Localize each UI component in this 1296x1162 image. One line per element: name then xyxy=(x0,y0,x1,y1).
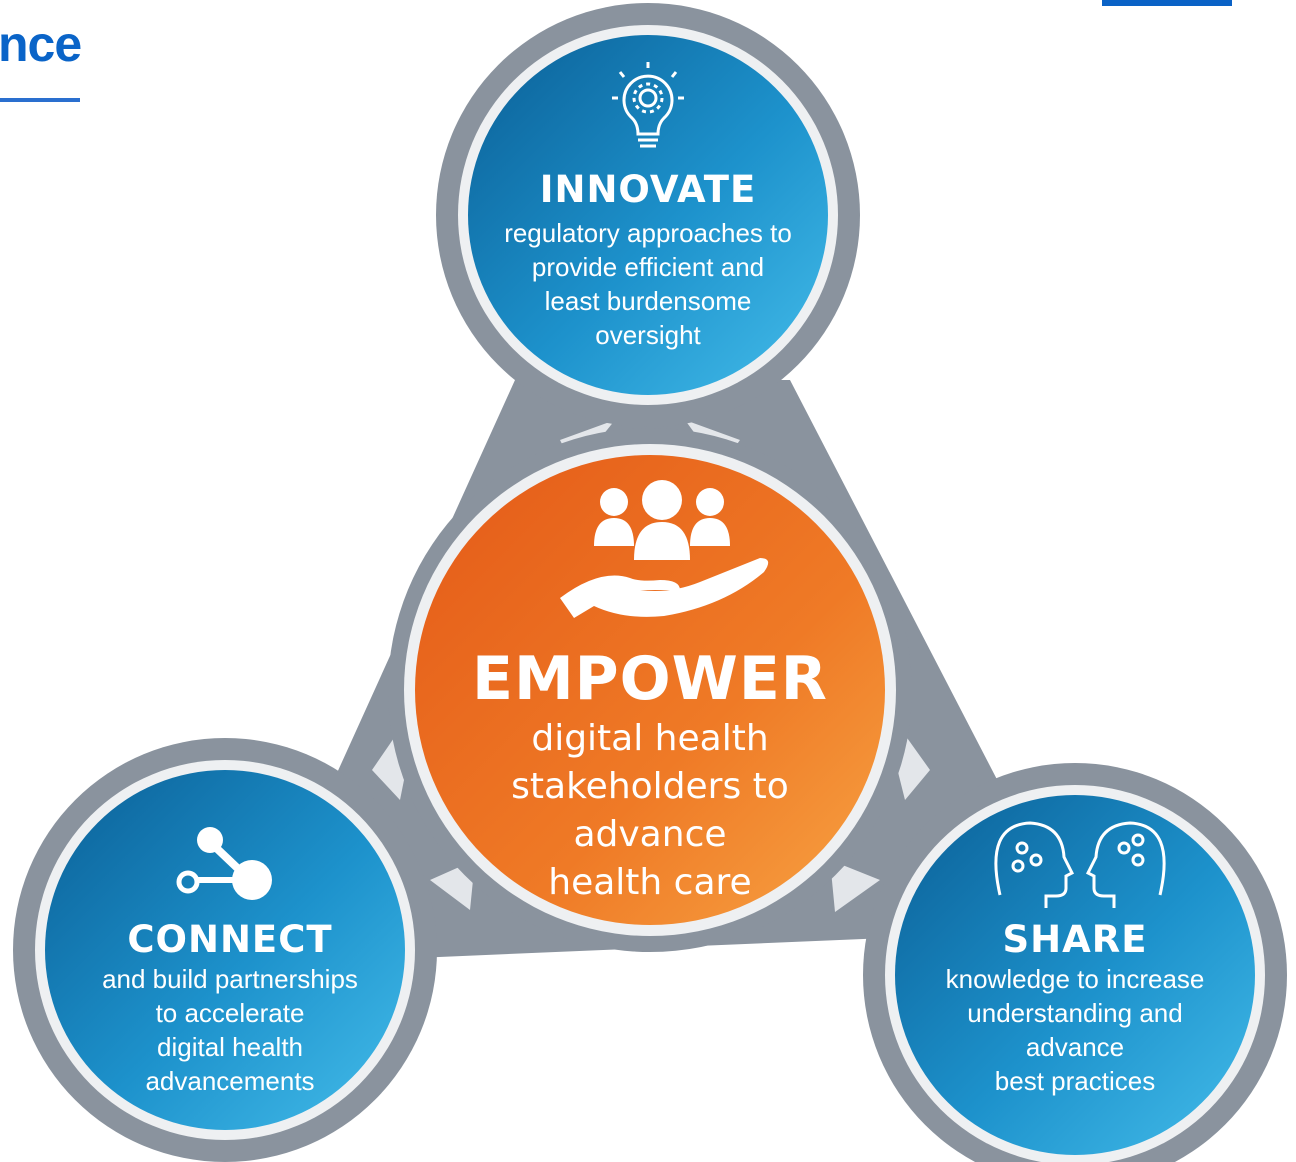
share-desc-line: best practices xyxy=(994,1066,1156,1096)
share-desc-line: advance xyxy=(1025,1032,1125,1062)
heading-underline xyxy=(0,98,80,102)
connect-node xyxy=(13,738,437,1162)
empower-desc-line: stakeholders to xyxy=(511,766,789,807)
innovate-node xyxy=(436,3,860,427)
share-desc: knowledge to increase understanding and … xyxy=(905,962,1245,1098)
share-desc-line: understanding and xyxy=(967,998,1183,1028)
people-hand-icon xyxy=(560,480,769,618)
share-title: SHARE xyxy=(1002,918,1148,961)
innovate-title: INNOVATE xyxy=(539,168,757,211)
lightbulb-gear-icon xyxy=(612,62,684,148)
frame-gap-bottom-right xyxy=(830,860,880,912)
empower-circle xyxy=(415,455,885,925)
connect-desc: and build partnerships to accelerate dig… xyxy=(65,962,395,1098)
empower-desc-line: digital health xyxy=(531,718,769,759)
share-text: SHARE knowledge to increase understandin… xyxy=(905,918,1245,1098)
empower-node xyxy=(388,428,912,952)
share-desc-line: knowledge to increase xyxy=(945,964,1205,994)
share-node xyxy=(863,763,1287,1162)
innovate-desc: regulatory approaches to provide efficie… xyxy=(478,216,818,352)
empower-text: EMPOWER digital health stakeholders to a… xyxy=(470,645,830,907)
innovate-desc-line: oversight xyxy=(595,320,701,350)
connect-desc-line: to accelerate xyxy=(155,998,305,1028)
share-circle xyxy=(895,795,1255,1155)
page-heading: nce xyxy=(0,16,82,72)
innovate-desc-line: provide efficient and xyxy=(531,252,765,282)
empower-desc: digital health stakeholders to advance h… xyxy=(470,715,830,907)
innovate-circle xyxy=(468,35,828,395)
connect-desc-line: advancements xyxy=(145,1066,315,1096)
connect-circle xyxy=(45,770,405,1130)
network-nodes-icon xyxy=(176,827,272,900)
empower-desc-line: health care xyxy=(548,862,752,903)
innovate-text: INNOVATE regulatory approaches to provid… xyxy=(478,168,818,352)
corner-tab xyxy=(1102,0,1232,6)
innovate-desc-line: least burdensome xyxy=(544,286,752,316)
empower-desc-line: advance xyxy=(573,814,727,855)
empower-title: EMPOWER xyxy=(471,644,829,714)
connect-desc-line: digital health xyxy=(157,1032,303,1062)
connect-text: CONNECT and build partnerships to accele… xyxy=(65,918,395,1098)
innovate-desc-line: regulatory approaches to xyxy=(504,218,792,248)
connect-title: CONNECT xyxy=(127,918,333,961)
heads-sharing-icon xyxy=(994,821,1166,908)
connect-desc-line: and build partnerships xyxy=(102,964,358,994)
